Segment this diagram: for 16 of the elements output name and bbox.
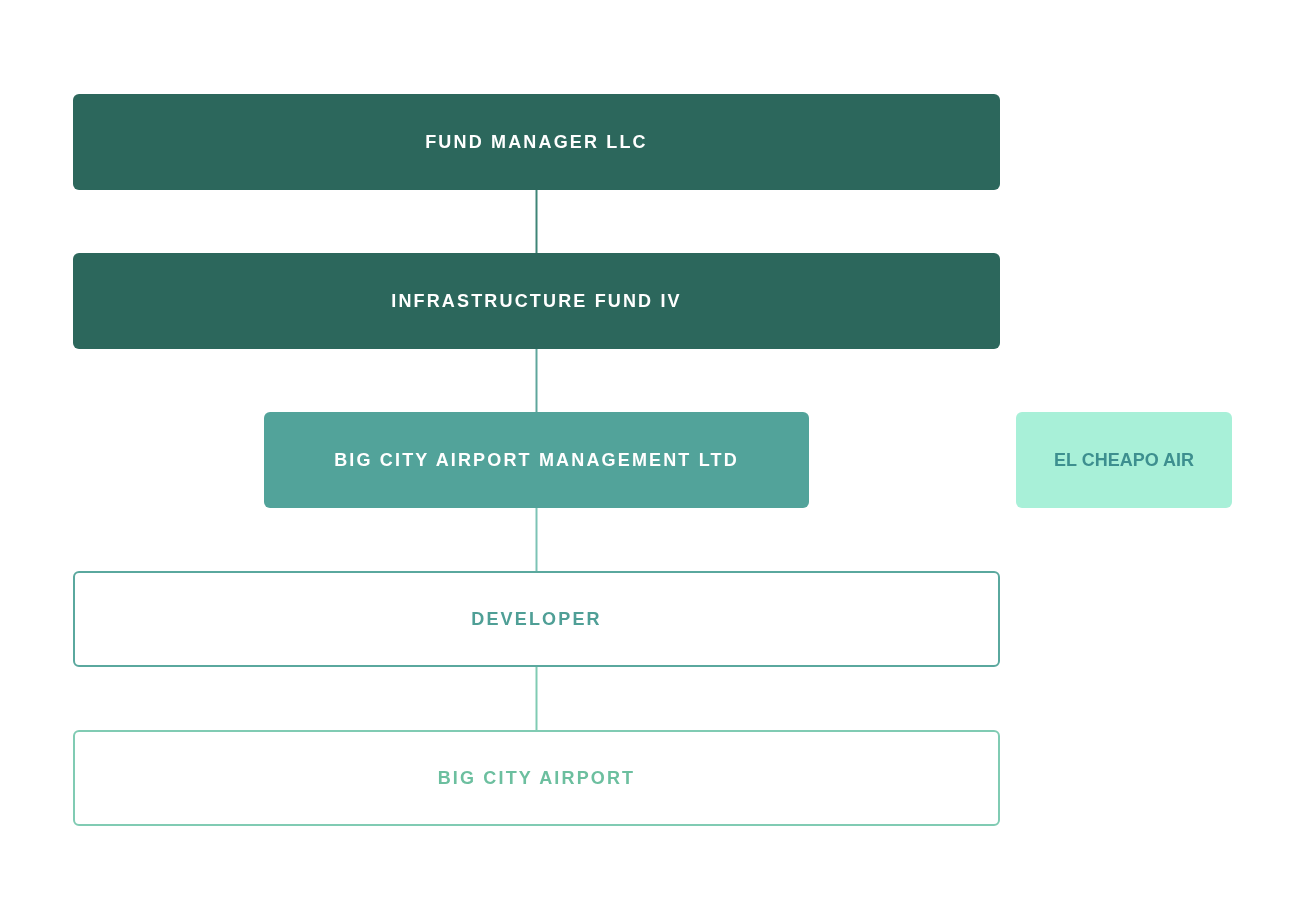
org-box <box>73 730 1000 826</box>
org-box <box>73 253 1000 349</box>
connector-line <box>535 507 538 572</box>
connector-line <box>535 348 538 413</box>
connector-line <box>535 189 538 254</box>
org-box <box>73 571 1000 667</box>
org-box <box>1016 412 1232 508</box>
org-box <box>264 412 809 508</box>
entity-name: INFRASTRUCTURE FUND IV <box>391 289 682 313</box>
entity-name: FUND MANAGER LLC <box>425 130 648 154</box>
entity-name: BIG CITY AIRPORT <box>437 766 636 790</box>
connector-line <box>535 666 538 731</box>
entity-name: EL CHEAPO AIR <box>1054 448 1194 472</box>
entity-name: DEVELOPER <box>471 607 602 631</box>
org-box <box>73 94 1000 190</box>
entity-name: BIG CITY AIRPORT MANAGEMENT LTD <box>334 448 739 472</box>
